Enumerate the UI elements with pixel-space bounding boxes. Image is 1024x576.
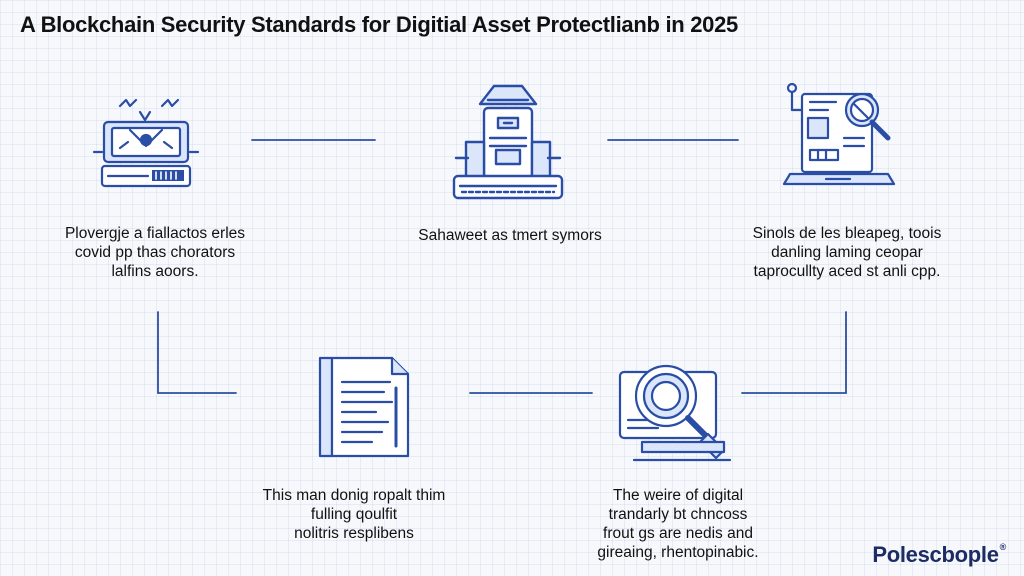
brand-name: Polescbople	[872, 542, 999, 567]
step-3-caption: Sinols de les bleapeg, toois danling lam…	[732, 224, 962, 281]
step-5-line-4: gireaing, rhentopinabic.	[597, 544, 759, 561]
laptop-magnifier-icon	[778, 80, 898, 195]
connector-4-1	[157, 311, 237, 394]
step-2-caption: Sahaweet as tmert symors	[390, 226, 630, 245]
step-3-line-3: taprocullty aced st anli cpp.	[753, 263, 941, 280]
brand-logo: Polescbople®	[872, 542, 1006, 568]
security-vault-icon	[438, 80, 578, 212]
step-4-caption: This man donig ropalt thim fulling qoulf…	[244, 486, 464, 543]
step-2-line-1: Sahaweet as tmert symors	[418, 227, 602, 244]
step-3-line-1: Sinols de les bleapeg, toois	[752, 225, 942, 242]
step-5-caption: The weire of digital trandarly bt chncos…	[568, 486, 788, 562]
document-icon	[312, 352, 416, 464]
step-4-line-3: nolitris resplibens	[294, 525, 414, 542]
step-1-line-2: covid pp thas chorators	[74, 244, 236, 261]
monitor-magnifier-icon	[612, 350, 744, 472]
diagram-title: A Blockchain Security Standards for Digi…	[20, 12, 738, 37]
brand-registered-mark: ®	[999, 542, 1007, 552]
step-1-line-1: Plovergje a fiallactos erles	[64, 225, 246, 242]
connector-3-5	[741, 311, 847, 394]
server-alert-icon	[90, 92, 200, 197]
step-5-line-2: trandarly bt chncoss	[608, 506, 748, 523]
step-5-line-3: frout gs are nedis and	[603, 525, 753, 542]
step-1-caption: Plovergje a fiallactos erles covid pp th…	[40, 224, 270, 281]
step-4-line-2: fulling qoulfit	[310, 506, 398, 523]
step-5-line-1: The weire of digital	[612, 487, 744, 504]
step-4-line-1: This man donig ropalt thim	[262, 487, 446, 504]
step-3-line-2: danling laming ceopar	[771, 244, 923, 261]
step-1-line-3: lalfins aoors.	[111, 263, 199, 280]
